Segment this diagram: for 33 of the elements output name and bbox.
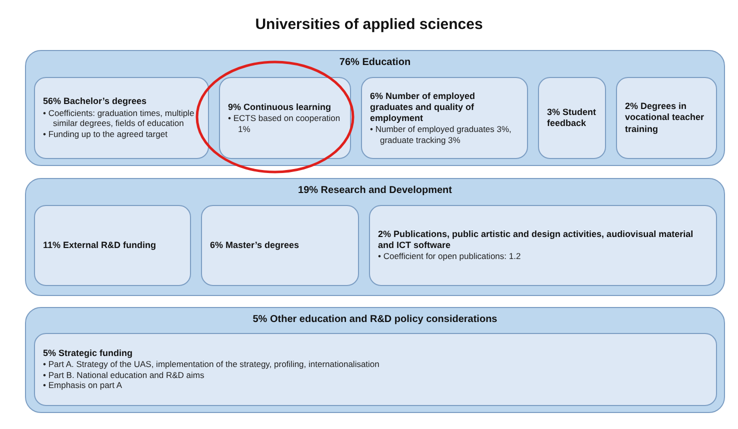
group-panel — [25, 307, 725, 413]
bullet-item: • Part B. National education and R&D aims — [43, 370, 206, 380]
category-box — [219, 77, 351, 159]
category-box — [34, 77, 209, 159]
category-heading: 11% External R&D funding — [43, 240, 158, 252]
diagram-title: Universities of applied sciences — [254, 16, 484, 33]
category-heading: 2% Publications, public artistic and design activities, audiovisual material and ICT software — [378, 228, 694, 252]
category-heading: 9% Continuous learning — [228, 102, 332, 113]
group-heading: 19% Research and Development — [298, 185, 452, 196]
category-heading: 6% Number of employed graduates and quality of employment — [370, 90, 476, 124]
bullet-item: • Number of employed graduates 3%, graduate tracking 3% — [370, 124, 512, 146]
group-panel — [25, 178, 725, 296]
group-heading: 76% Education — [339, 57, 411, 68]
group-panel — [25, 50, 725, 166]
category-box — [34, 205, 191, 286]
category-box — [34, 333, 717, 406]
category-heading: 56% Bachelor’s degrees — [43, 96, 148, 108]
group-heading: 5% Other education and R&D policy considerations — [252, 314, 498, 325]
category-box — [361, 77, 528, 159]
bullet-item: • Funding up to the agreed target — [43, 128, 168, 140]
category-heading: 5% Strategic funding — [43, 348, 134, 360]
category-heading: 2% Degrees in vocational teacher training — [625, 101, 706, 135]
bullet-item: • Coefficients: graduation times, multiple similar degrees, fields of education — [43, 108, 196, 129]
category-box — [538, 77, 606, 159]
bullet-item: • Coefficient for open publications: 1.2 — [378, 251, 522, 262]
category-heading: 6% Master’s degrees — [210, 240, 300, 252]
bullet-item: • Emphasis on part A — [43, 380, 124, 392]
category-box — [201, 205, 359, 286]
bullet-item: • ECTS based on cooperation 1% — [228, 113, 342, 134]
category-box — [616, 77, 717, 159]
bullet-item: • Part A. Strategy of the UAS, implementation of the strategy, profiling, internationalisation — [43, 359, 380, 370]
category-heading: 3% Student feedback — [547, 106, 597, 130]
category-box — [369, 205, 717, 286]
